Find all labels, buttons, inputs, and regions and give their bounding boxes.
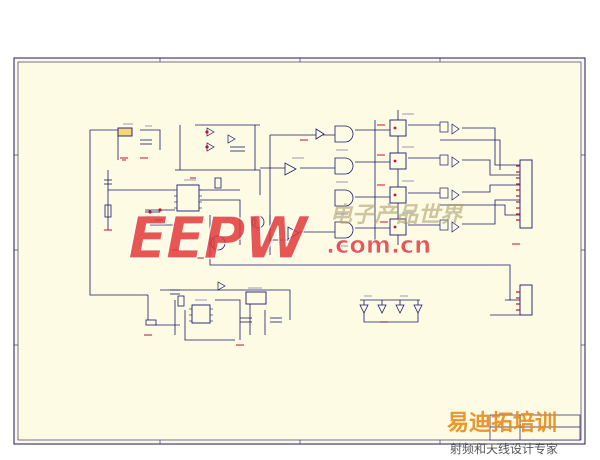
ic-packages <box>117 119 407 324</box>
ground-symbols <box>104 124 520 346</box>
red-markers <box>148 126 397 229</box>
watermark-site: .com.cn <box>326 231 431 259</box>
border-zone-ticks <box>14 58 585 444</box>
connector-j1 <box>516 159 533 229</box>
passive-components <box>104 139 282 326</box>
connector-j2 <box>516 284 533 316</box>
transistor-symbols <box>210 215 265 251</box>
designator-marks <box>123 113 414 301</box>
ic-pins <box>174 189 213 322</box>
footer-watermark: 易迪拓培训 射频和天线设计专家 <box>447 410 558 456</box>
buffer-array <box>284 128 325 240</box>
title-block <box>489 414 581 441</box>
footer-brand: 易迪拓培训 <box>447 410 557 436</box>
watermark-overlay-cn: 电子产品世界 <box>330 203 464 228</box>
schematic-sheet <box>13 57 586 445</box>
watermark-logo: EEPW <box>128 204 311 272</box>
schematic-inner-border <box>17 61 582 441</box>
led-indicator-group <box>359 299 423 323</box>
logic-gate-array <box>334 125 354 239</box>
circuit-wiring <box>89 110 520 341</box>
eepw-watermark: EEPW .com.cn 电子产品世界 <box>127 203 464 273</box>
footer-tagline: 射频和天线设计专家 <box>450 441 558 456</box>
